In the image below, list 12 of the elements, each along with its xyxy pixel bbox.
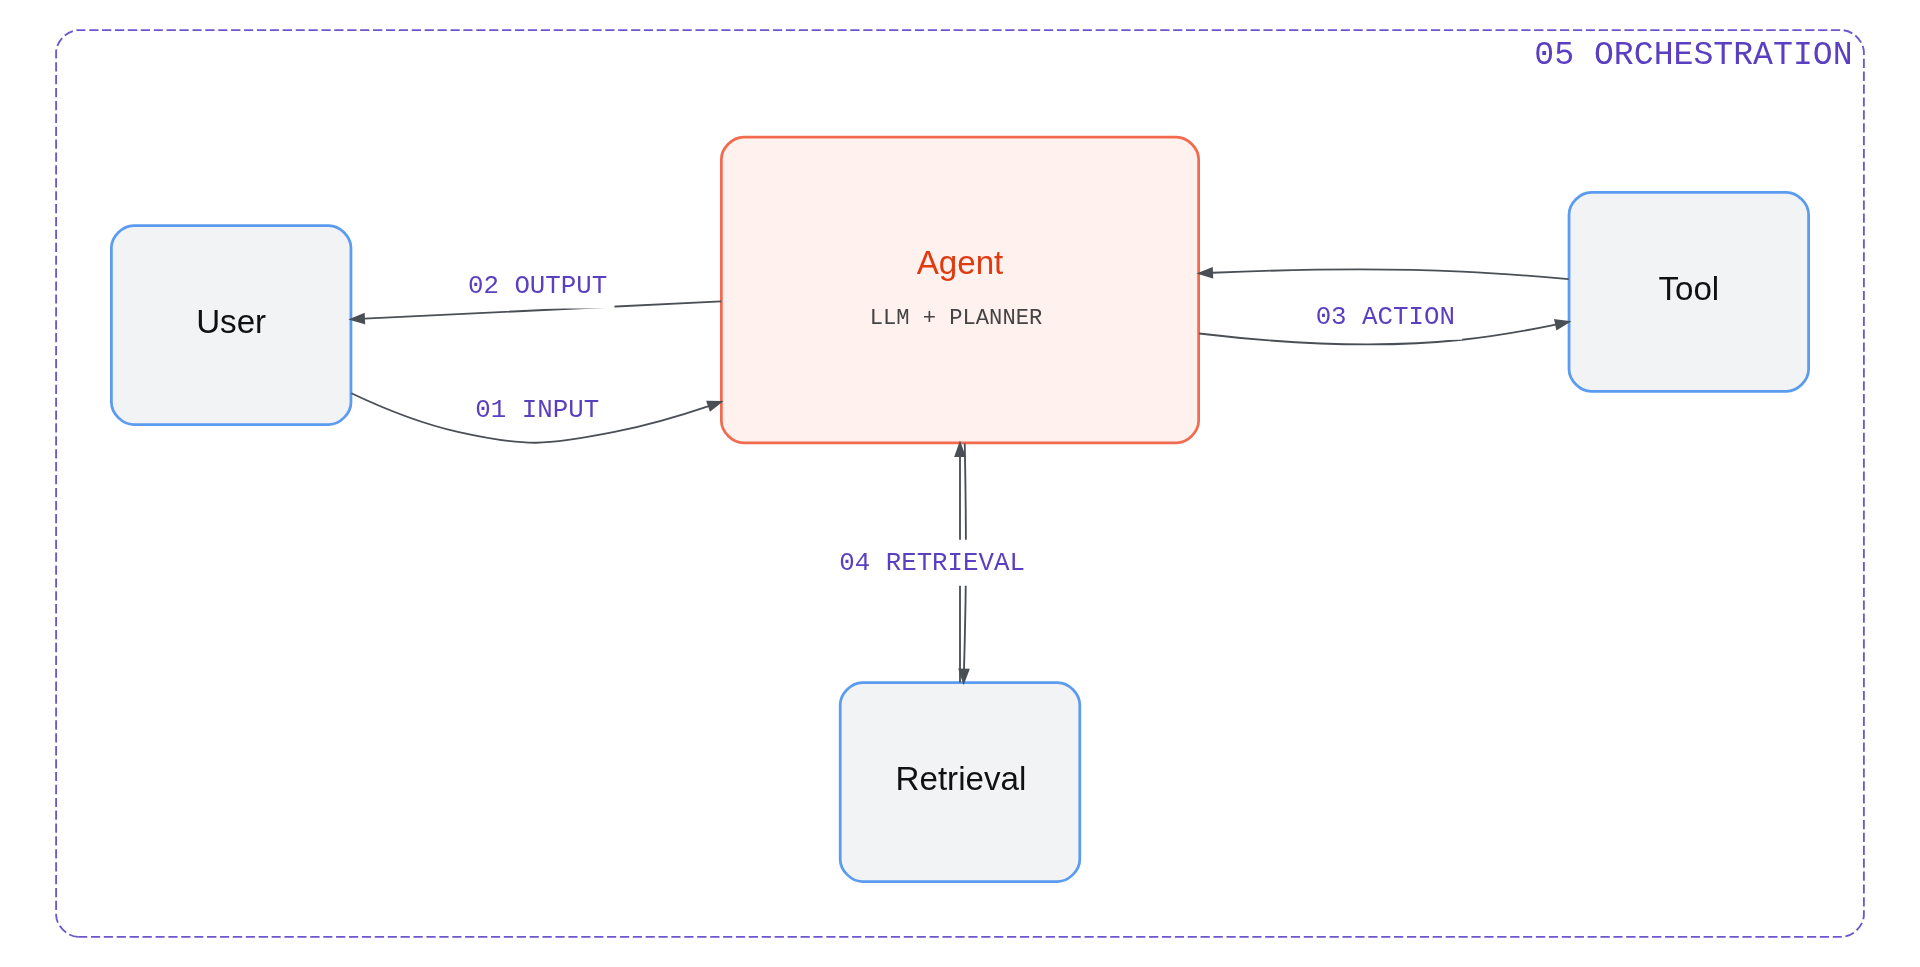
node-box: Agent LLM + PLANNER bbox=[720, 135, 1201, 445]
arrow bbox=[348, 300, 723, 325]
edge-label: 02 OUTPUT bbox=[467, 272, 608, 302]
node-box: User bbox=[110, 224, 353, 426]
edge-label: 01 INPUT bbox=[475, 395, 600, 425]
arrow bbox=[1198, 319, 1572, 346]
edge-label: 03 ACTION bbox=[1315, 303, 1455, 333]
arrow bbox=[350, 392, 724, 444]
arrow bbox=[1196, 266, 1570, 281]
node-box: Tool bbox=[1567, 190, 1810, 393]
node-box: Retrieval bbox=[838, 681, 1082, 883]
edge-label: 04 RETRIEVAL bbox=[839, 549, 1025, 579]
